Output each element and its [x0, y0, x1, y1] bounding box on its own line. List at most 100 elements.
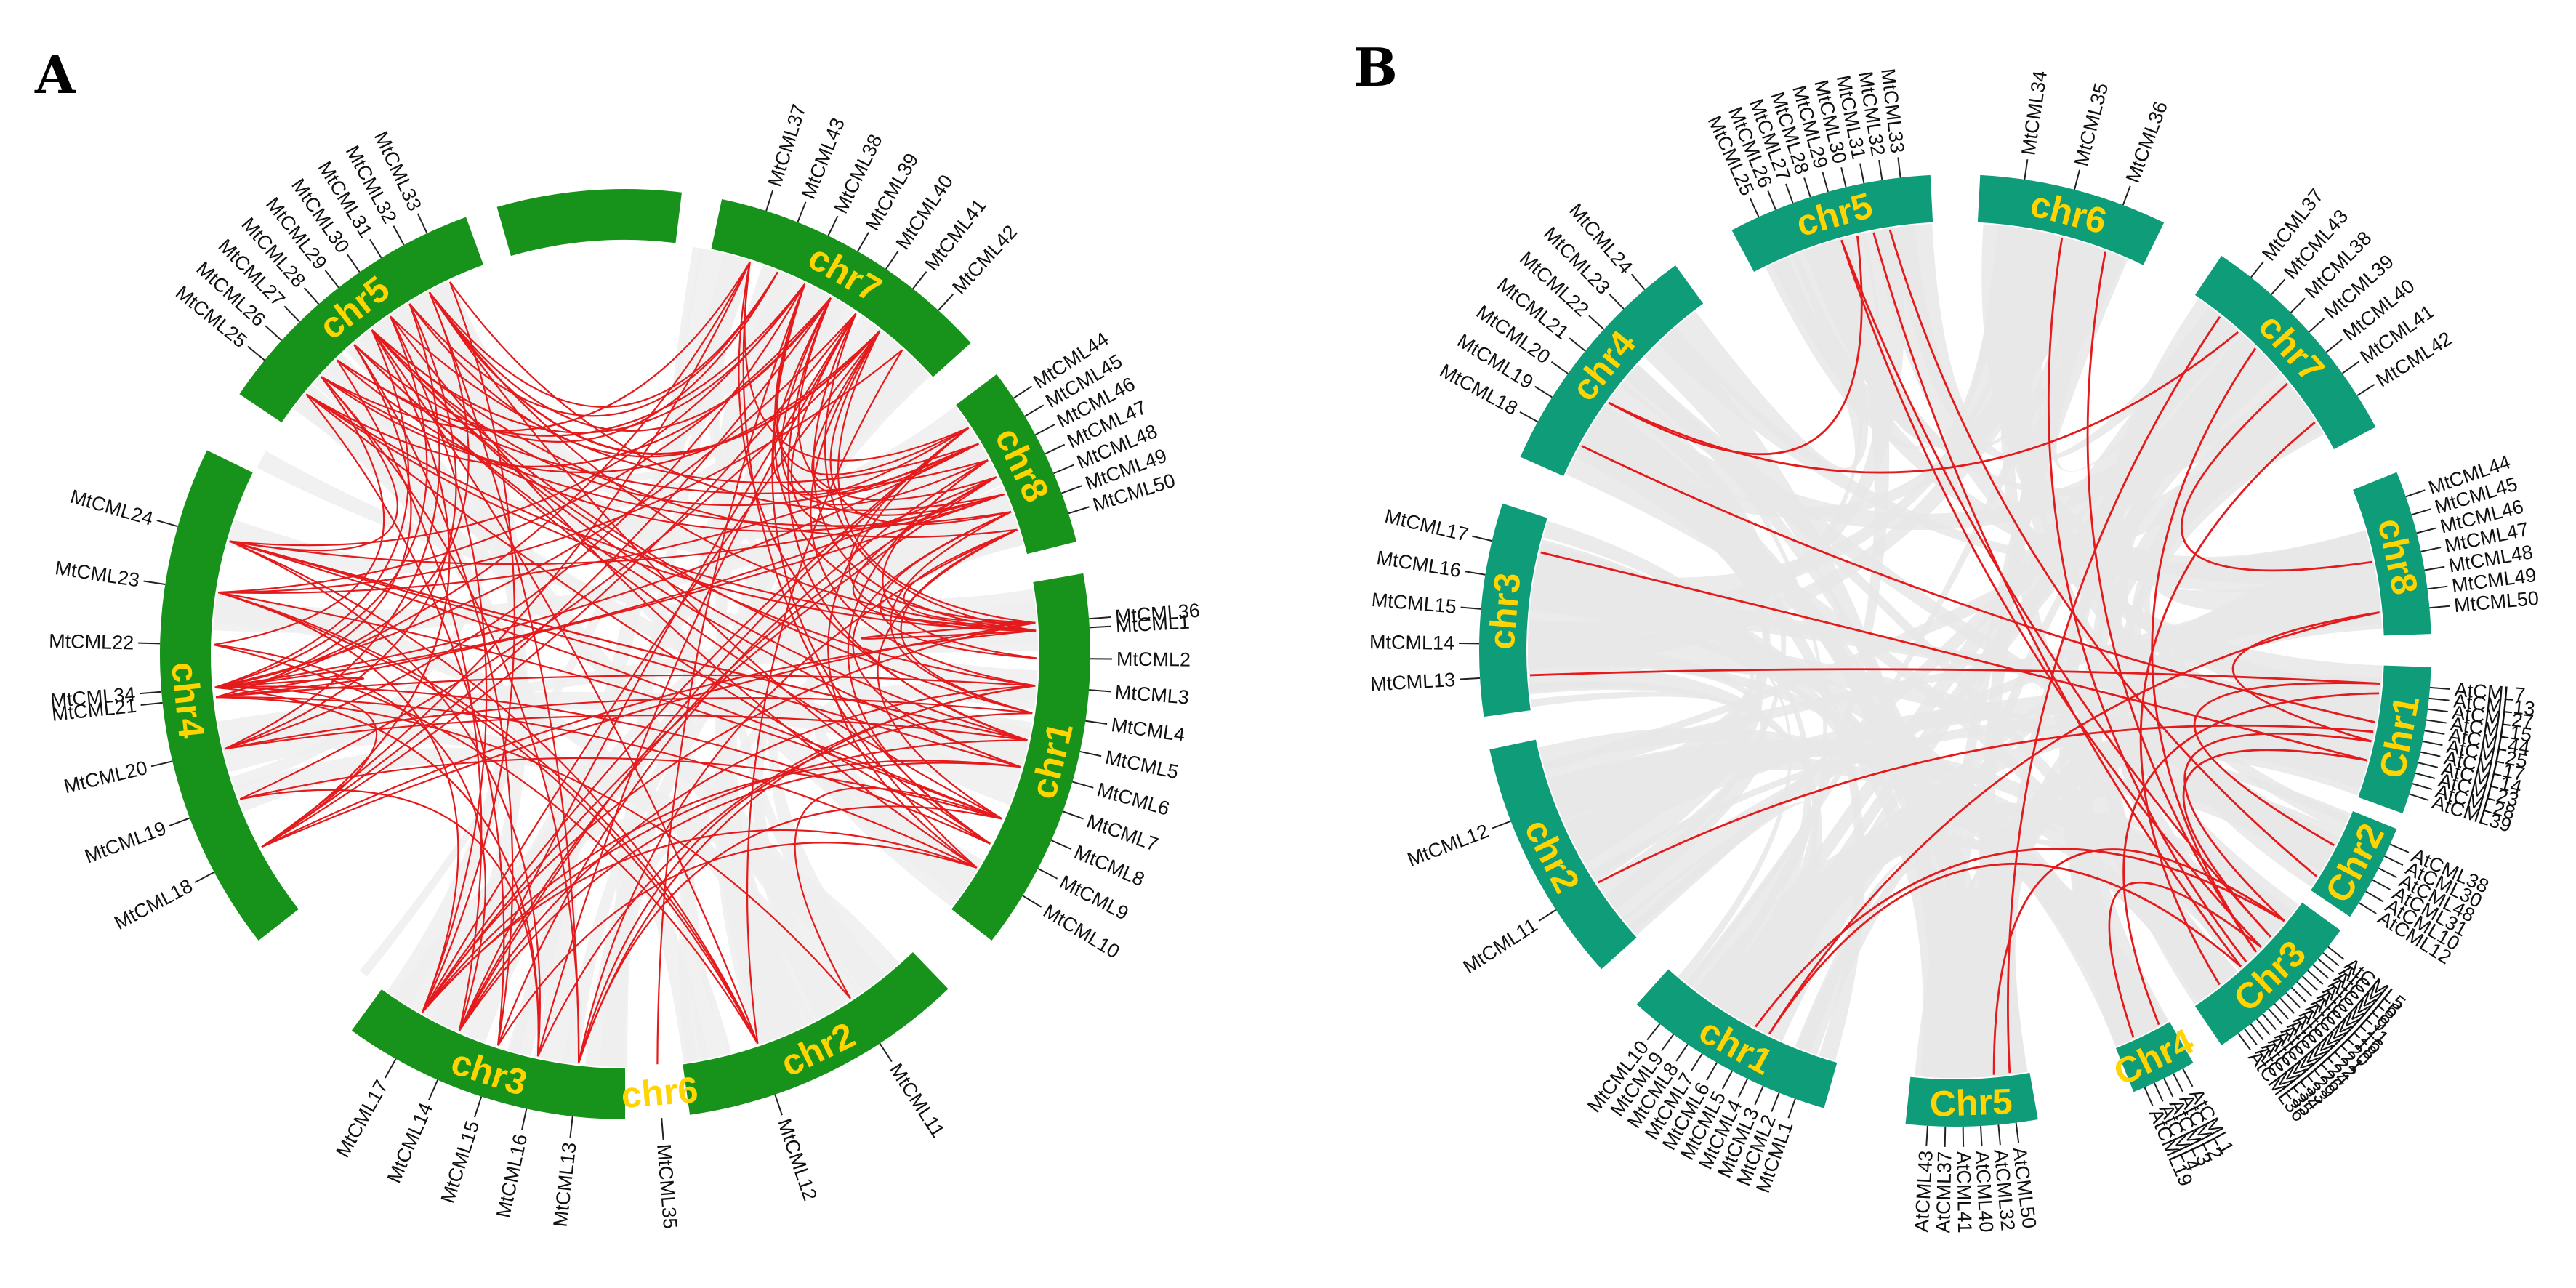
collinear-link-116	[371, 329, 1018, 539]
gene-tick	[346, 254, 361, 273]
gene-tick	[857, 232, 869, 252]
gene-tick	[2144, 1087, 2154, 1107]
gene-tick	[2256, 1018, 2271, 1036]
collinear-link-93	[422, 760, 1021, 1013]
background-link-15	[394, 838, 732, 1055]
gene-tick	[1519, 411, 1539, 423]
gene-label: MtCML11	[1460, 914, 1542, 978]
gene-tick	[1538, 909, 1557, 922]
gene-label: MtCML14	[383, 1100, 438, 1186]
collinear-link-112	[229, 376, 398, 552]
background-link-86	[1809, 225, 2034, 446]
collinear-link-44	[261, 297, 832, 848]
collinear-link-21	[2007, 315, 2221, 1074]
collinear-link-119	[225, 715, 1028, 750]
chromosome-segment-chr7	[711, 198, 971, 377]
collinear-link-126	[847, 459, 991, 845]
gene-tick	[1646, 1023, 1661, 1041]
collinear-link-18	[2151, 347, 2258, 953]
gene-label: MtCML23	[54, 557, 141, 591]
gene-tick	[2389, 843, 2410, 853]
collinear-link-65	[827, 427, 978, 869]
chromosome-segment-chr6	[496, 189, 682, 257]
gene-label: AtCML43	[1910, 1150, 1936, 1233]
gene-label: MtCML16	[1375, 547, 1462, 581]
gene-tick	[2250, 261, 2265, 278]
gene-tick	[140, 691, 162, 695]
gene-tick	[1089, 689, 1111, 693]
gene-tick	[474, 1096, 483, 1118]
background-link-98	[1625, 366, 2238, 985]
collinear-link-103	[389, 315, 488, 1013]
gene-tick	[2024, 159, 2029, 180]
chromosome-segment-chr3	[1479, 503, 1547, 717]
gene-tick	[428, 1079, 439, 1100]
collinear-link-78	[578, 712, 1033, 1063]
chromosome-label: Chr1	[2372, 693, 2428, 782]
chromosome-label: chr6	[620, 1069, 700, 1116]
gene-tick	[1034, 424, 1055, 436]
collinear-link-110	[261, 629, 1037, 848]
gene-tick	[1550, 361, 1569, 374]
gene-label: MtCML35	[2070, 81, 2112, 169]
gene-label: MtCML16	[492, 1132, 531, 1220]
gene-tick	[2409, 793, 2429, 801]
chromosome-segment-chr3	[351, 989, 625, 1119]
gene-tick	[1897, 157, 1901, 178]
collinear-link-86	[497, 842, 978, 1046]
gene-label: MtCML17	[1382, 505, 1470, 546]
collinear-link-98	[422, 330, 881, 1013]
collinear-link-111	[229, 493, 1005, 565]
gene-tick	[2301, 975, 2318, 991]
gene-tick	[1944, 1126, 1947, 1147]
panel-b: B Chr1Chr2Chr3Chr4Chr5chr1chr2chr3chr4ch…	[1353, 36, 2540, 1233]
collinear-link-7	[2047, 238, 2247, 963]
collinear-link-130	[428, 291, 832, 432]
gene-tick	[1737, 1078, 1749, 1098]
gene-tick	[2182, 1068, 2194, 1087]
gene-label: MtCML15	[437, 1118, 484, 1206]
gene-label: MtCML34	[2017, 69, 2051, 156]
collinear-link-137	[214, 686, 377, 848]
chromosome-segment-chr2	[1489, 739, 1637, 970]
chromosome-segment-chr1	[2358, 665, 2431, 814]
gene-label: MtCML13	[550, 1141, 581, 1228]
gene-tick	[661, 1117, 664, 1140]
gene-tick	[1706, 1062, 1718, 1081]
collinear-link-22	[1597, 724, 2374, 884]
gene-label: AtCML41	[1952, 1151, 1976, 1233]
background-link-51	[293, 398, 884, 992]
collinear-link-17	[1608, 236, 1863, 456]
collinear-link-43	[422, 621, 1036, 1013]
panel-b-collinear-links	[1529, 229, 2380, 1075]
chromosome-segment-chr1	[951, 573, 1090, 941]
gene-tick	[2317, 958, 2335, 973]
gene-tick	[2327, 946, 2345, 960]
background-link-0	[1966, 745, 2365, 1078]
collinear-link-67	[261, 313, 857, 848]
chromosome-segment-chr4	[2116, 1021, 2194, 1092]
gene-tick	[2271, 278, 2286, 295]
background-link-26	[293, 387, 578, 1063]
background-link-109	[2090, 337, 2267, 997]
gene-label: MtCML5	[1103, 746, 1180, 784]
collinear-link-10	[1840, 239, 2262, 948]
gene-label: MtCML36	[2122, 98, 2172, 185]
background-link-55	[1796, 842, 2168, 1051]
collinear-link-13	[408, 271, 778, 417]
gene-tick	[2427, 708, 2448, 713]
gene-tick	[303, 287, 320, 305]
gene-tick	[2426, 719, 2447, 724]
gene-tick	[1534, 385, 1553, 398]
collinear-link-85	[656, 283, 806, 1065]
gene-tick	[2405, 489, 2426, 498]
gene-tick	[569, 1116, 573, 1138]
gene-tick	[1840, 167, 1847, 188]
collinear-link-29	[224, 303, 457, 750]
collinear-link-120	[794, 787, 1003, 999]
gene-tick	[385, 1058, 397, 1079]
collinear-link-36	[218, 592, 1003, 820]
gene-tick	[2416, 527, 2437, 534]
background-link-104	[1530, 570, 2375, 746]
collinear-link-75	[449, 281, 1005, 511]
